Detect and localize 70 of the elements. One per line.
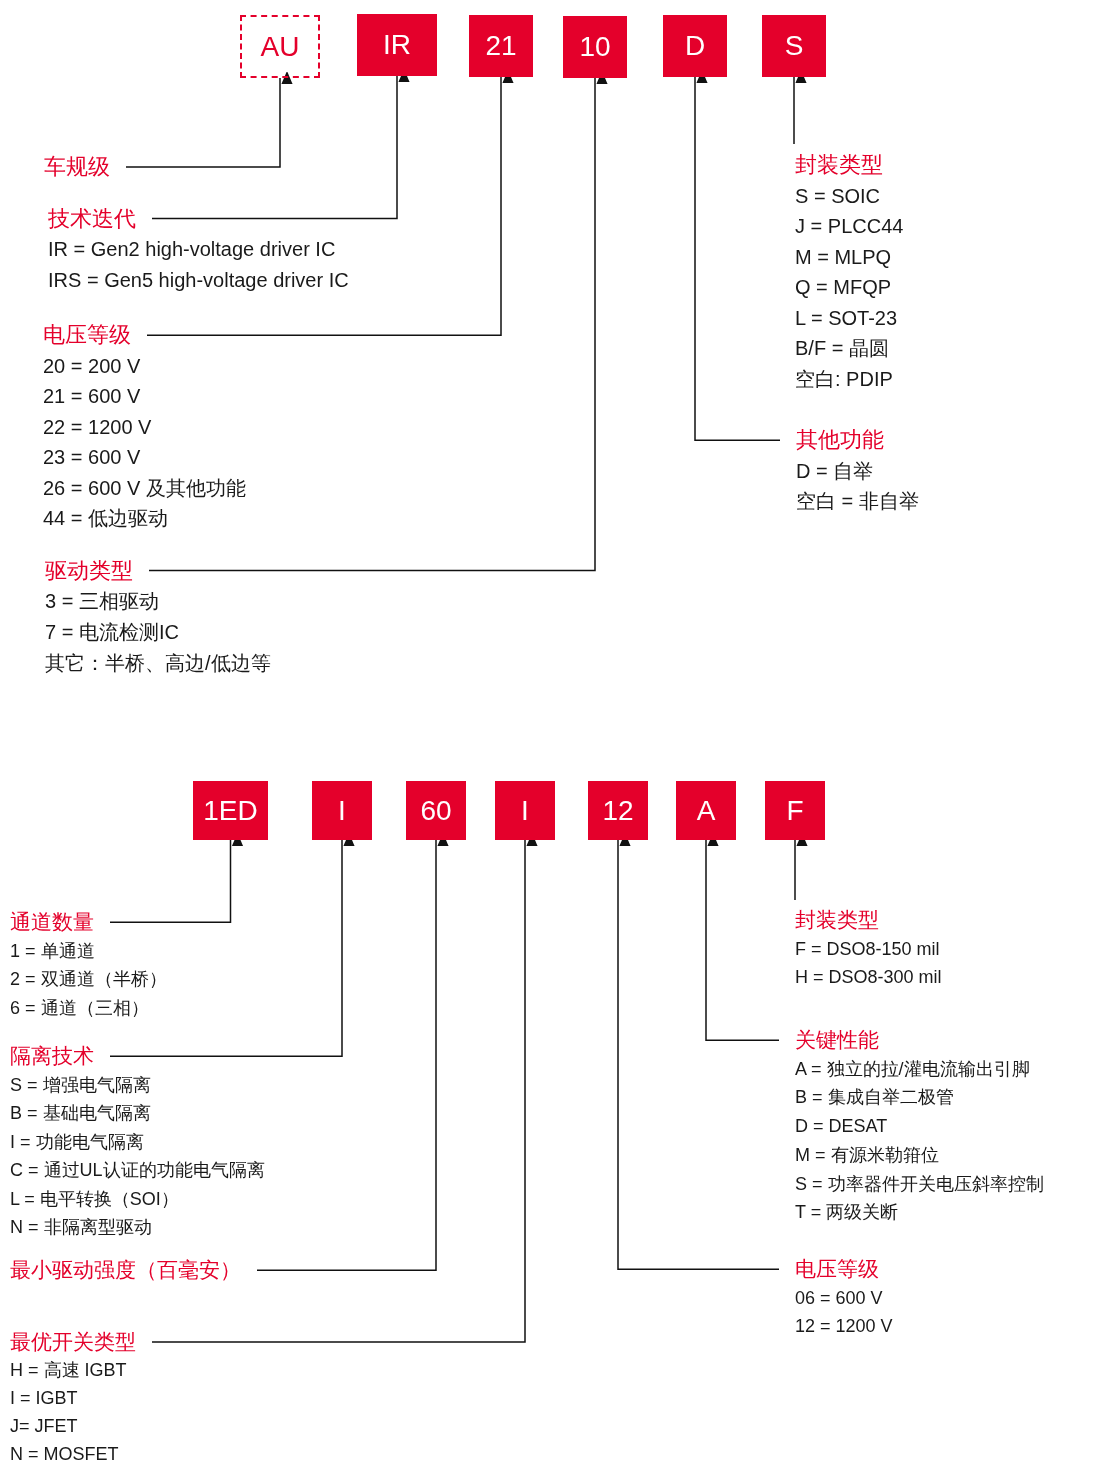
code-definition: 26 = 600 V 及其他功能 [43,475,246,501]
code-segment-box: I [495,781,555,840]
code-segment-box: I [312,781,372,840]
code-definition: 06 = 600 V [795,1286,883,1310]
code-definition: C = 通过UL认证的功能电气隔离 [10,1159,265,1182]
code-definition: IR = Gen2 high-voltage driver IC [48,237,336,262]
code-definition: A = 独立的拉/灌电流输出引脚 [795,1057,1030,1081]
code-segment-box: 10 [563,16,627,78]
code-definition: S = 功率器件开关电压斜率控制 [795,1172,1044,1196]
code-definition: T = 两级关断 [795,1201,899,1225]
code-definition: 6 = 通道（三相） [10,996,149,1020]
code-segment-box: AU [240,15,320,78]
code-definition: H = DSO8-300 mil [795,966,942,989]
code-segment-box: S [762,15,826,77]
category-heading: 封装类型 [795,907,879,933]
code-definition: Q = MFQP [795,275,892,300]
code-definition: IRS = Gen5 high-voltage driver IC [48,268,349,293]
code-segment-box: 12 [588,781,648,840]
category-heading: 最优开关类型 [10,1329,136,1355]
code-definition: 21 = 600 V [43,384,141,409]
code-definition: N = 非隔离型驱动 [10,1216,152,1239]
code-definition: I = 功能电气隔离 [10,1130,144,1154]
code-segment-box: A [676,781,736,840]
code-definition: 3 = 三相驱动 [45,589,159,614]
code-definition: 22 = 1200 V [43,414,152,440]
code-definition: D = DESAT [795,1115,888,1139]
category-heading: 车规级 [44,153,110,181]
code-definition: J= JFET [10,1415,78,1438]
code-definition: S = 增强电气隔离 [10,1073,151,1097]
code-definition: M = 有源米勒箝位 [795,1143,939,1167]
code-segment-box: 60 [406,781,466,840]
category-heading: 隔离技术 [10,1043,94,1069]
code-definition: 7 = 电流检测IC [45,620,179,645]
code-definition: D = 自举 [796,458,874,484]
code-definition: 23 = 600 V [43,445,141,470]
code-definition: B/F = 晶圆 [795,336,889,361]
category-heading: 技术迭代 [48,205,136,233]
code-definition: 1 = 单通道 [10,939,95,963]
category-heading: 通道数量 [10,909,94,935]
code-definition: B = 基础电气隔离 [10,1102,151,1125]
code-definition: 12 = 1200 V [795,1315,893,1338]
category-heading: 关键性能 [795,1027,879,1053]
code-definition: 空白 = 非自举 [796,489,919,514]
code-definition: B = 集成自举二极管 [795,1086,954,1110]
category-heading: 其他功能 [796,426,884,454]
code-segment-box: 21 [469,15,533,77]
code-definition: 44 = 低边驱动 [43,506,169,531]
code-definition: N = MOSFET [10,1443,119,1466]
code-definition: 20 = 200 V [43,353,141,379]
category-heading: 电压等级 [43,321,131,349]
code-definition: S = SOIC [795,183,881,209]
code-definition: I = IGBT [10,1387,78,1410]
code-segment-box: D [663,15,727,77]
code-definition: 其它：半桥、高边/低边等 [45,651,271,676]
code-definition: J = PLCC44 [795,214,904,239]
code-definition: M = MLPQ [795,244,892,270]
leader-arrow [125,71,293,168]
code-definition: 空白: PDIP [795,366,893,392]
code-segment-box: IR [357,14,437,76]
category-heading: 封装类型 [795,151,883,179]
code-definition: 2 = 双通道（半桥） [10,968,167,991]
code-segment-box: F [765,781,825,840]
category-heading: 电压等级 [795,1256,879,1282]
code-definition: H = 高速 IGBT [10,1359,127,1382]
code-segment-box: 1ED [193,781,268,840]
category-heading: 驱动类型 [45,557,133,585]
code-definition: F = DSO8-150 mil [795,937,940,961]
category-heading: 最小驱动强度（百毫安） [10,1257,241,1283]
code-definition: L = SOT-23 [795,305,898,331]
code-definition: L = 电平转换（SOI） [10,1187,179,1211]
